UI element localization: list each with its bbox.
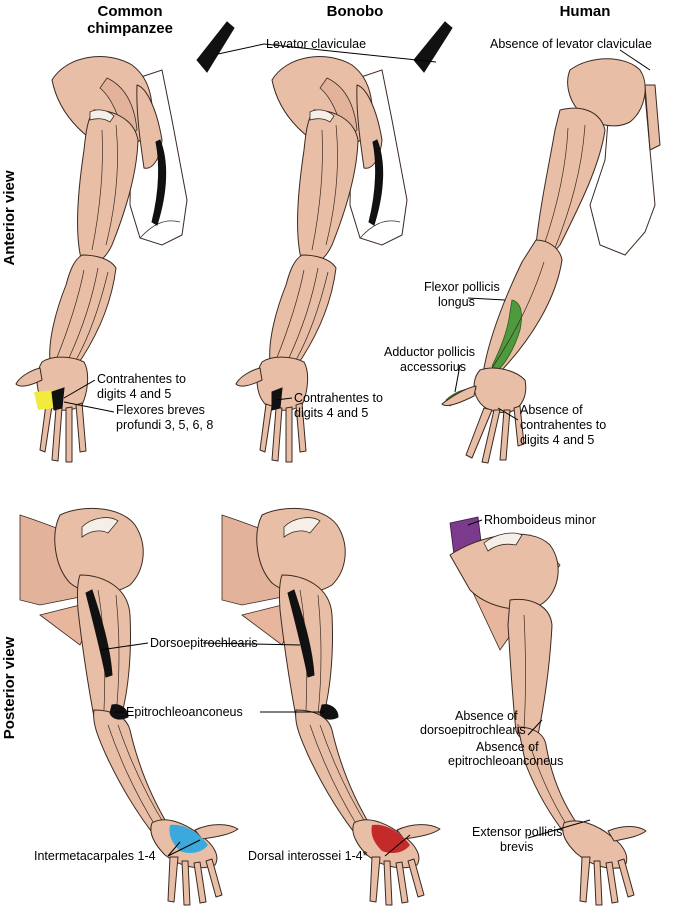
row-label-posterior: Posterior view	[1, 636, 18, 739]
label-extensor-2: brevis	[500, 840, 533, 854]
bonobo-anterior-arm	[235, 21, 453, 463]
chimp-dorsoepi-anterior	[151, 139, 167, 226]
label-contrahentes-chimp-1: Contrahentes to	[97, 372, 186, 386]
label-levator-claviculae: Levator claviculae	[266, 37, 366, 51]
label-absence-contrahentes-1: Absence of	[520, 403, 583, 417]
label-dorsoepitrochlearis: Dorsoepitrochlearis	[150, 636, 258, 650]
label-intermetacarpales: Intermetacarpales 1-4	[34, 849, 156, 863]
chimp-anterior-arm	[15, 21, 235, 463]
label-contrahentes-bonobo-1: Contrahentes to	[294, 391, 383, 405]
label-absence-dorso-2: dorsoepitrochlearis	[420, 723, 526, 737]
column-header-human: Human	[560, 3, 611, 20]
column-header-chimp-line2: chimpanzee	[87, 20, 173, 37]
row-label-anterior: Anterior view	[1, 170, 18, 265]
chimp-posterior-arm	[19, 507, 239, 906]
label-flexores-1: Flexores breves	[116, 403, 205, 417]
label-absence-dorso-1: Absence of	[455, 709, 518, 723]
label-absence-epi-2: epitrochleoanconeus	[448, 754, 563, 768]
leader-lines	[63, 43, 651, 857]
label-extensor-1: Extensor pollicis	[472, 825, 562, 839]
label-contrahentes-chimp-2: digits 4 and 5	[97, 387, 171, 401]
dorsal-interossei-red	[371, 824, 410, 853]
label-flexor-pollicis-2: longus	[438, 295, 475, 309]
intermetacarpales-blue	[169, 824, 208, 853]
levator-claviculae-muscle	[196, 21, 235, 73]
human-posterior-arm	[449, 516, 647, 906]
label-absence-levator: Absence of levator claviculae	[490, 37, 652, 51]
human-anterior-arm	[441, 58, 661, 464]
label-absence-epi-1: Absence of	[476, 740, 539, 754]
label-absence-contrahentes-3: digits 4 and 5	[520, 433, 594, 447]
label-flexor-pollicis-1: Flexor pollicis	[424, 280, 500, 294]
label-rhomboideus: Rhomboideus minor	[484, 513, 596, 527]
label-adductor-1: Adductor pollicis	[384, 345, 475, 359]
label-adductor-2: accessorius	[400, 360, 466, 374]
label-flexores-2: profundi 3, 5, 6, 8	[116, 418, 213, 432]
flexor-pollicis-longus-green	[491, 299, 522, 371]
column-header-chimp-line1: Common	[98, 3, 163, 20]
label-dorsal-interossei: Dorsal interossei 1-4*	[248, 849, 368, 863]
column-header-bonobo: Bonobo	[327, 3, 384, 20]
dorsoepitrochlearis-muscle	[85, 589, 113, 678]
label-epitrochleoanconeus: Epitrochleoanconeus	[126, 705, 243, 719]
label-contrahentes-bonobo-2: digits 4 and 5	[294, 406, 368, 420]
bonobo-posterior-arm	[221, 507, 441, 906]
label-absence-contrahentes-2: contrahentes to	[520, 418, 606, 432]
